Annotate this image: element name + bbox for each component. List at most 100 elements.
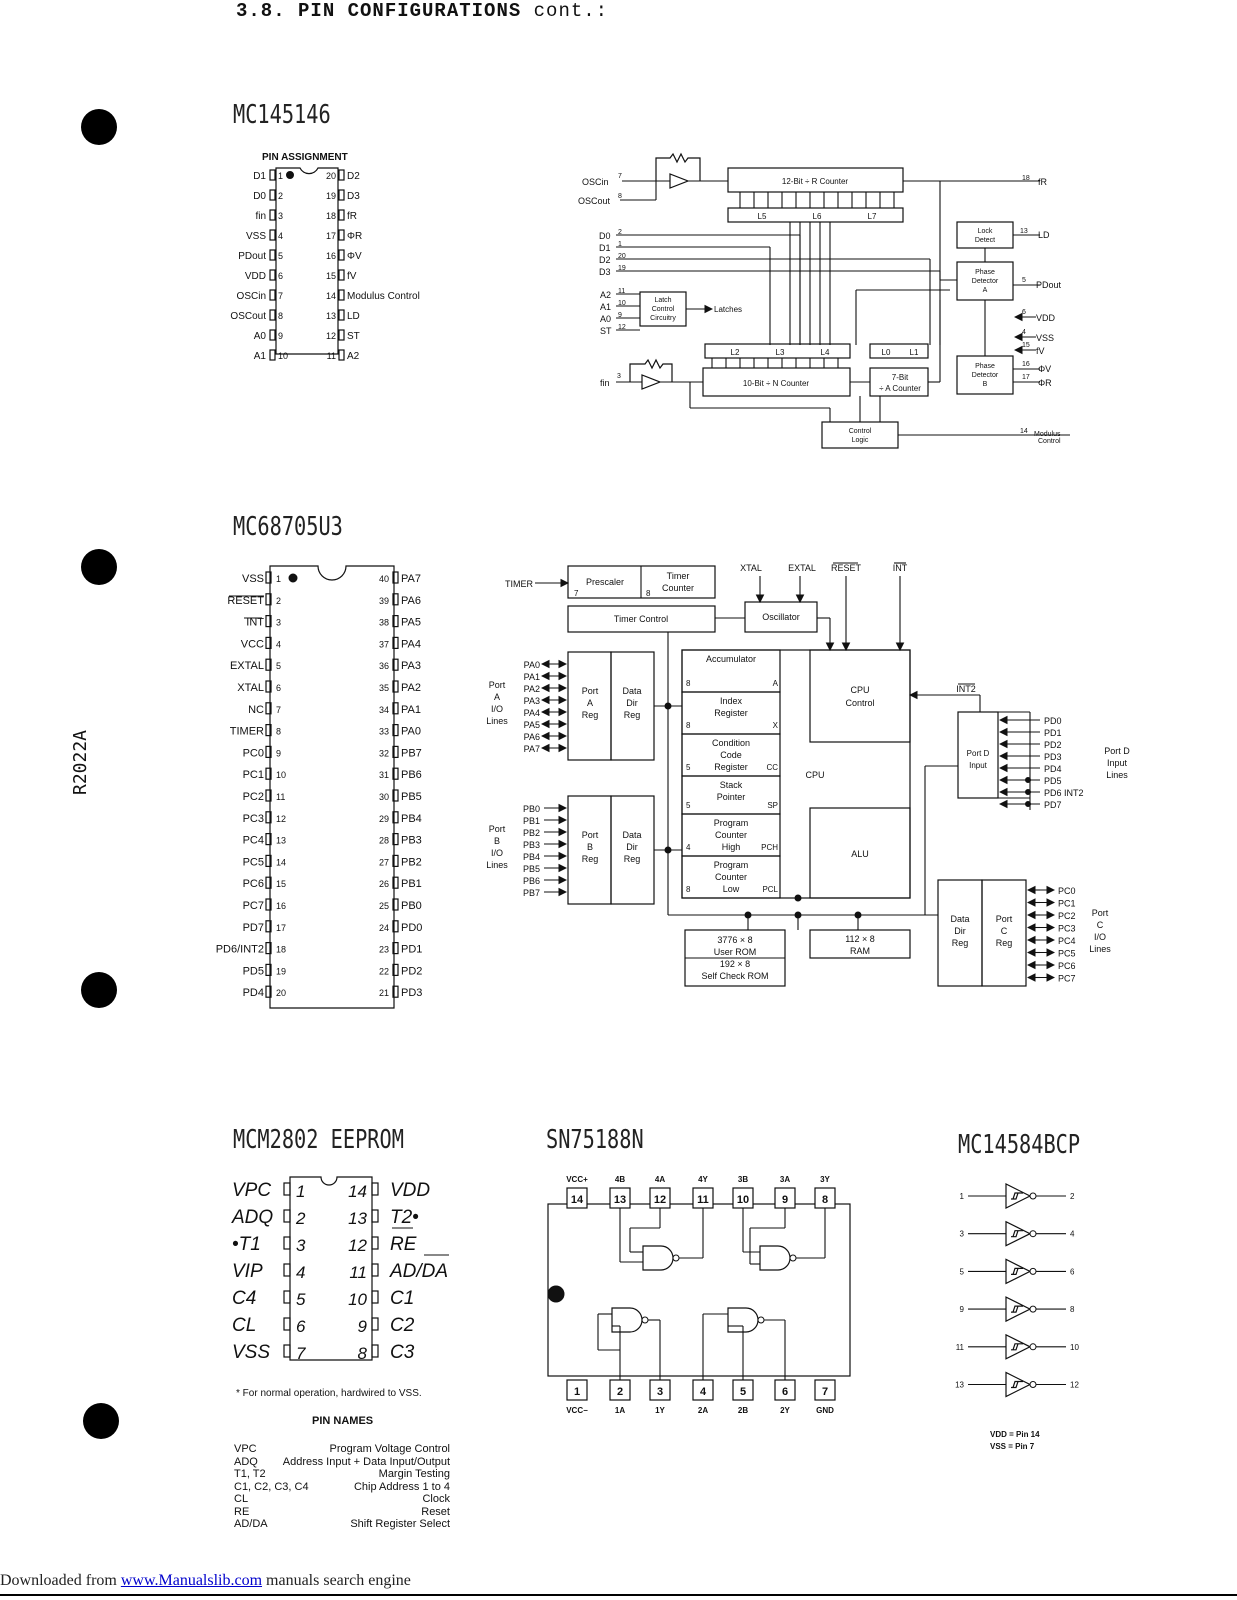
hysteresis-symbol [1011,1267,1023,1275]
port-a-label: A [587,698,593,708]
pin-stub [392,658,399,671]
right-pin-number: 14 [326,291,336,301]
latch-control-label: Circuitry [650,315,676,322]
left-pin-number: 1 [278,171,283,181]
left-pin-number: 20 [276,988,286,998]
right-pin-name: PB0 [401,900,422,912]
int-label: INT [893,563,908,573]
ddr-a-label: Dir [626,698,638,708]
right-pin-name: RE [390,1234,417,1255]
supply-note: VDD = Pin 14 [990,1430,1040,1439]
cpu-control-label: CPU [850,685,869,695]
pin-num: 13 [1020,228,1028,235]
left-pin-number: 12 [276,814,286,824]
left-pin-number: 11 [276,792,285,802]
left-pin-name: A1 [254,351,267,362]
pin-name: C1, C2, C3, C4 [234,1480,309,1493]
pd-line-label: PD3 [1044,752,1062,762]
pa-line-label: PA4 [524,708,540,718]
fr-label: fR [1038,177,1048,187]
top-pin-number: 9 [782,1194,788,1206]
pin-stub [283,1263,291,1277]
timer-label: TIMER [505,579,533,589]
gate-input-pin: 11 [956,1343,965,1352]
hysteresis-symbol [1011,1305,1023,1313]
ddr-b-label: Reg [624,854,641,864]
pin-stub [269,189,276,201]
pin-num: 14 [1020,428,1028,435]
n-counter-label: 10-Bit ÷ N Counter [743,379,810,388]
left-pin-number: 1 [296,1182,305,1201]
left-pin-number: 7 [278,291,283,301]
left-pin-number: 2 [295,1209,306,1228]
pin-stub [371,1290,379,1304]
bottom-pin-number: 5 [740,1386,746,1398]
right-pin-number: 40 [379,574,389,584]
pin-num: 19 [618,265,626,272]
pin1-dot [286,171,294,179]
right-pin-name: PA1 [401,704,421,716]
pin-stub [283,1317,291,1331]
pin-stub [269,289,276,301]
port-b-label: Reg [582,854,599,864]
junction [1025,789,1031,795]
left-pin-name: OSCin [237,291,266,302]
top-pin-number: 11 [697,1194,709,1206]
left-pin-number: 2 [276,596,281,606]
right-pin-name: PA5 [401,617,421,629]
bubble [789,1254,797,1262]
gate-output-pin: 8 [1070,1305,1075,1314]
pb-line-label: PB7 [523,888,540,898]
pin-stub [283,1236,291,1250]
pin-num: 11 [618,288,625,295]
mcm2802-note: * For normal operation, hardwired to VSS… [236,1388,422,1399]
right-pin-name: PB1 [401,878,422,890]
pin-stub [283,1344,291,1358]
register-label: Program [714,818,749,828]
pdb-label: B [983,381,988,388]
right-pin-name: ST [347,331,360,342]
punch-hole-1 [81,109,117,145]
left-pin-name: XTAL [237,682,264,694]
port-c-label: Reg [996,938,1013,948]
right-pin-name: PD1 [401,944,422,956]
reset-label: RESET [831,563,862,573]
sn75188-package [547,1203,851,1377]
left-pin-name: PDout [238,251,266,262]
pin-stub [269,169,276,181]
right-pin-name: PA6 [401,595,421,607]
right-pin-name: AD/DA [389,1261,448,1282]
r-latch [727,207,904,223]
top-pin-label: 4Y [698,1175,708,1184]
ddr-a-label: Reg [624,710,641,720]
bottom-pin-number: 6 [782,1386,788,1398]
pin-num: 18 [1022,175,1030,182]
right-pin-number: 9 [358,1317,368,1336]
addr-label: A1 [600,302,611,312]
ddr-b-label: Data [622,830,641,840]
right-pin-name: D3 [347,191,360,202]
manualslib-link[interactable]: www.Manualslib.com [120,1572,263,1589]
left-pin-name: PC1 [243,769,264,781]
port-b-io-label: I/O [491,848,503,858]
right-pin-number: 27 [379,857,389,867]
pin-stub [392,941,399,955]
timer-counter-label: Timer [667,571,690,581]
r-counter [727,167,904,193]
punch-hole-4 [83,1403,119,1439]
pin-stub [371,1263,379,1277]
right-pin-number: 30 [379,792,389,802]
left-pin-name: EXTAL [230,660,264,672]
mc68705-package [269,565,395,1009]
pin-stub [265,876,272,889]
top-pin-label: 3B [738,1175,748,1184]
left-pin-name: VSS [242,573,264,585]
port-d-label: Port D [967,749,990,758]
pin-description: Margin Testing [378,1468,450,1480]
pc-line-label: PC2 [1058,911,1076,921]
latch-label: L5 [758,212,767,221]
phiv-label: ΦV [1038,364,1051,374]
pin-description: Reset [421,1505,450,1518]
